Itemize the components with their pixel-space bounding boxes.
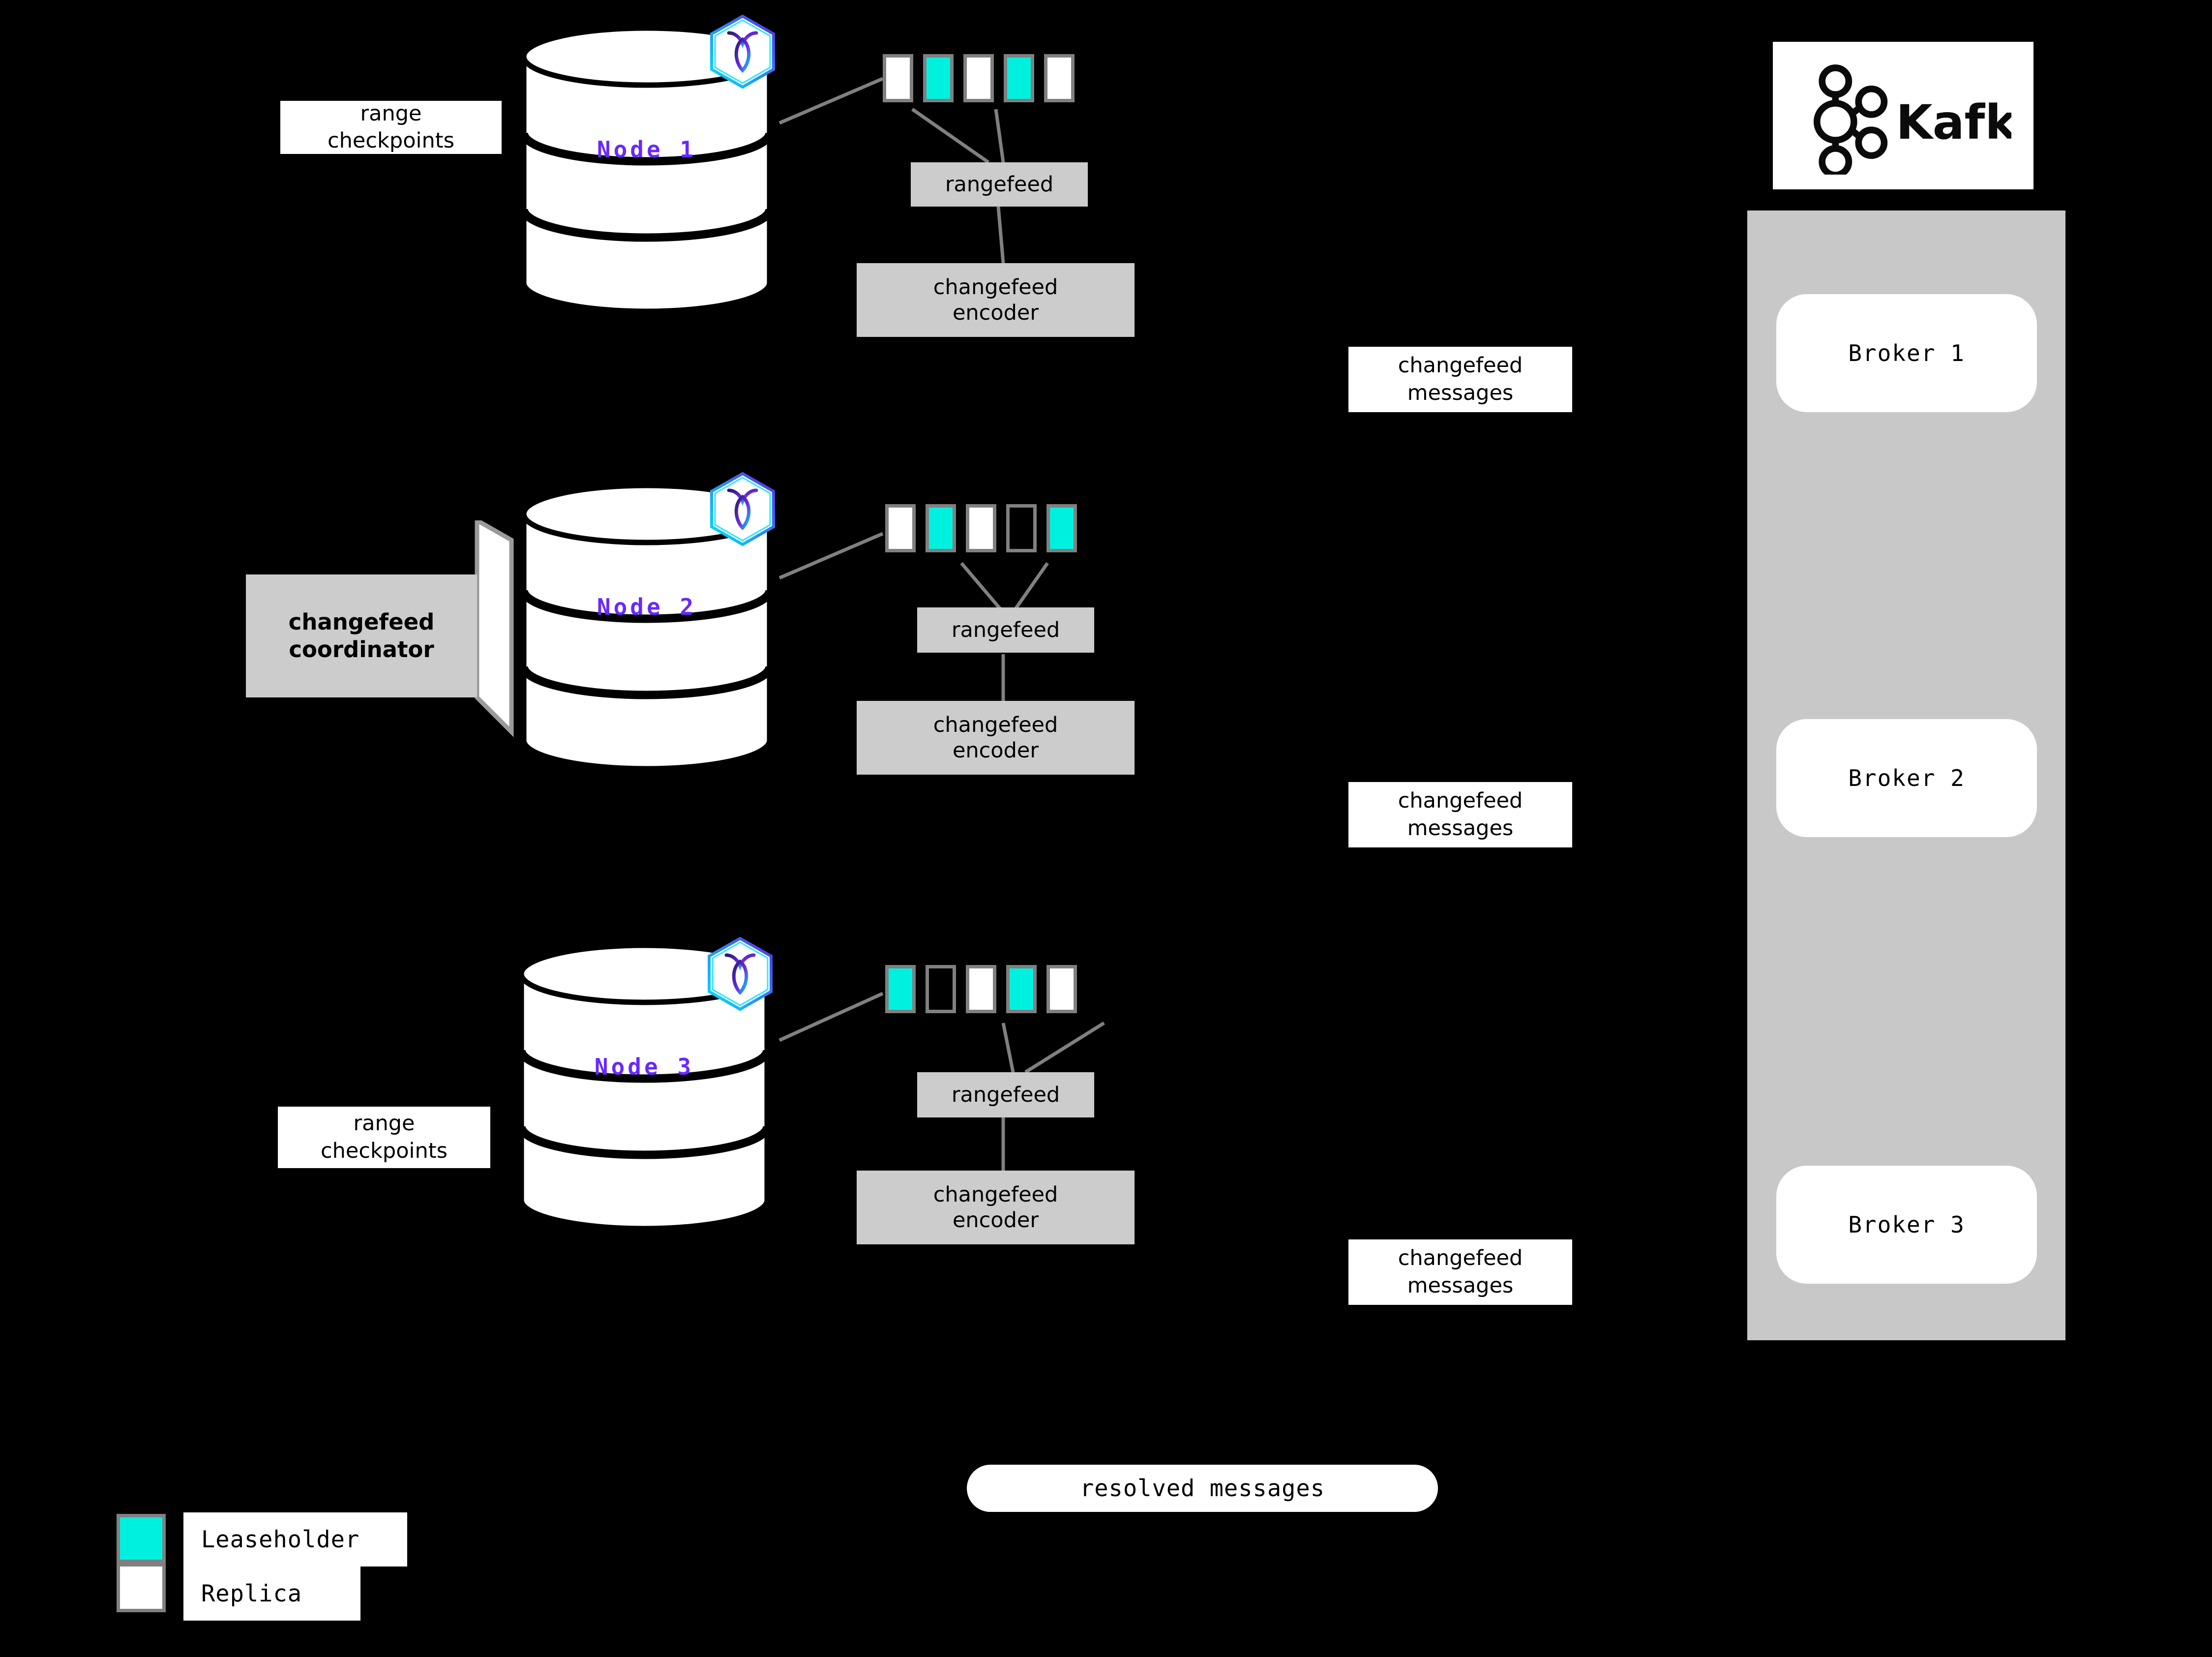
node-3-cylinder: Node 3 xyxy=(516,942,772,1232)
cockroachdb-hex-icon xyxy=(703,934,777,1013)
range-box[interactable] xyxy=(966,965,996,1013)
node-1-cylinder: Node 1 xyxy=(519,25,775,314)
coordinator-body xyxy=(246,574,477,697)
range-box[interactable] xyxy=(1046,965,1077,1013)
range-box[interactable] xyxy=(1044,54,1075,102)
node-3-rangefeed[interactable]: rangefeed xyxy=(917,1072,1094,1117)
resolved-messages-pill[interactable]: resolved messages xyxy=(967,1465,1438,1512)
range-box[interactable] xyxy=(883,54,913,102)
cockroachdb-hex-icon xyxy=(706,470,779,548)
range-box[interactable] xyxy=(923,54,954,102)
node-3-label: Node 3 xyxy=(594,1054,694,1080)
kafka-logo: Kafka xyxy=(1773,42,2033,189)
legend-label-replica: Replica xyxy=(183,1567,360,1621)
node-1-rangefeed[interactable]: rangefeed xyxy=(911,162,1088,207)
legend-label-leaseholder: Leaseholder xyxy=(183,1512,407,1567)
node-2-rangefeed[interactable]: rangefeed xyxy=(917,607,1094,653)
broker-1[interactable]: Broker 1 xyxy=(1776,294,2037,412)
node-3-changefeed-encoder[interactable]: changefeed encoder xyxy=(857,1171,1135,1244)
node-2-cylinder: Node 2 xyxy=(519,482,775,772)
range-box[interactable] xyxy=(963,54,994,102)
node-3-ranges xyxy=(885,965,1077,1013)
broker-2[interactable]: Broker 2 xyxy=(1776,719,2037,837)
changefeed-coordinator[interactable]: changefeed coordinator xyxy=(246,520,521,752)
kafka-wordmark: Kafka xyxy=(1896,95,2011,150)
node-1-range-checkpoints-label: range checkpoints xyxy=(280,101,502,154)
node-1-label: Node 1 xyxy=(597,136,697,163)
node-2-changefeed-encoder[interactable]: changefeed encoder xyxy=(857,701,1135,775)
node-1-changefeed-encoder[interactable]: changefeed encoder xyxy=(857,263,1135,337)
cockroachdb-hex-icon xyxy=(706,12,779,91)
range-box[interactable] xyxy=(885,965,916,1013)
range-box[interactable] xyxy=(1004,54,1034,102)
range-box[interactable] xyxy=(1006,504,1037,552)
range-box[interactable] xyxy=(885,504,916,552)
node-2-label: Node 2 xyxy=(597,594,697,620)
node-1-ranges xyxy=(883,54,1075,102)
legend-swatch-replica xyxy=(117,1563,166,1612)
node-3-changefeed-messages-label: changefeed messages xyxy=(1348,1239,1572,1305)
node-1-changefeed-messages-label: changefeed messages xyxy=(1348,347,1572,412)
coordinator-label: changefeed coordinator xyxy=(288,608,435,663)
node-2-ranges xyxy=(885,504,1077,552)
broker-3[interactable]: Broker 3 xyxy=(1776,1166,2037,1284)
range-box[interactable] xyxy=(926,965,956,1013)
range-box[interactable] xyxy=(966,504,996,552)
range-box[interactable] xyxy=(926,504,956,552)
node-2-changefeed-messages-label: changefeed messages xyxy=(1348,782,1572,847)
node-3-range-checkpoints-label: range checkpoints xyxy=(278,1107,490,1168)
kafka-nodes-icon xyxy=(1813,64,1888,175)
range-box[interactable] xyxy=(1006,965,1037,1013)
range-box[interactable] xyxy=(1046,504,1077,552)
legend-swatch-leaseholder xyxy=(117,1514,166,1563)
